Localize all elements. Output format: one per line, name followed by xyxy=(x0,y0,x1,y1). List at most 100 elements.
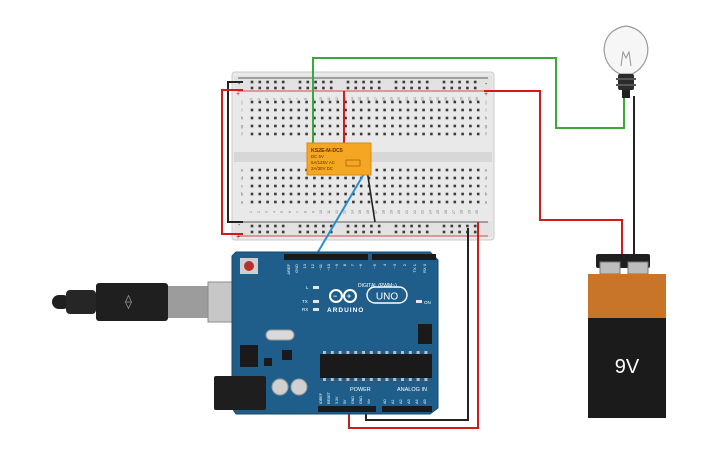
breadboard-hole[interactable] xyxy=(422,168,425,172)
breadboard-hole[interactable] xyxy=(336,192,340,196)
breadboard-hole[interactable] xyxy=(367,132,371,136)
breadboard-hole[interactable] xyxy=(461,200,464,204)
breadboard-hole[interactable] xyxy=(305,100,308,104)
breadboard-hole[interactable] xyxy=(344,192,347,196)
rail-hole[interactable] xyxy=(450,224,454,228)
breadboard-hole[interactable] xyxy=(437,192,441,196)
breadboard-hole[interactable] xyxy=(250,100,254,104)
breadboard-hole[interactable] xyxy=(328,184,332,188)
breadboard-hole[interactable] xyxy=(375,176,379,180)
breadboard-hole[interactable] xyxy=(375,192,379,196)
breadboard-hole[interactable] xyxy=(336,132,340,136)
breadboard-hole[interactable] xyxy=(313,176,316,180)
breadboard-hole[interactable] xyxy=(445,132,449,136)
breadboard-hole[interactable] xyxy=(391,176,394,180)
breadboard-hole[interactable] xyxy=(414,192,418,196)
header-power[interactable] xyxy=(318,406,376,412)
rail-hole[interactable] xyxy=(370,230,373,234)
breadboard-hole[interactable] xyxy=(336,184,340,188)
breadboard-hole[interactable] xyxy=(266,132,269,136)
rail-hole[interactable] xyxy=(458,86,461,90)
breadboard-hole[interactable] xyxy=(461,132,464,136)
rail-hole[interactable] xyxy=(266,224,269,228)
breadboard-hole[interactable] xyxy=(281,192,285,196)
breadboard-hole[interactable] xyxy=(344,184,347,188)
breadboard-hole[interactable] xyxy=(375,184,379,188)
breadboard-hole[interactable] xyxy=(297,168,301,172)
breadboard-hole[interactable] xyxy=(469,192,472,196)
breadboard-hole[interactable] xyxy=(266,168,269,172)
breadboard-hole[interactable] xyxy=(445,100,449,104)
rail-hole[interactable] xyxy=(322,80,325,84)
rail-hole[interactable] xyxy=(418,224,421,228)
rail-hole[interactable] xyxy=(418,230,421,234)
breadboard-hole[interactable] xyxy=(352,100,355,104)
breadboard-hole[interactable] xyxy=(430,168,433,172)
breadboard-hole[interactable] xyxy=(469,176,472,180)
rail-hole[interactable] xyxy=(314,86,317,90)
breadboard-hole[interactable] xyxy=(258,168,262,172)
rail-hole[interactable] xyxy=(346,224,350,228)
breadboard-hole[interactable] xyxy=(250,124,254,128)
breadboard-hole[interactable] xyxy=(453,108,457,112)
breadboard-hole[interactable] xyxy=(453,200,457,204)
rail-hole[interactable] xyxy=(314,80,317,84)
rail-hole[interactable] xyxy=(354,86,358,90)
breadboard-hole[interactable] xyxy=(422,100,425,104)
breadboard-hole[interactable] xyxy=(430,108,433,112)
breadboard-hole[interactable] xyxy=(359,108,363,112)
breadboard-hole[interactable] xyxy=(391,132,394,136)
rail-hole[interactable] xyxy=(425,86,429,90)
breadboard-hole[interactable] xyxy=(352,192,355,196)
breadboard-hole[interactable] xyxy=(289,176,293,180)
rail-hole[interactable] xyxy=(370,224,373,228)
breadboard-hole[interactable] xyxy=(274,176,277,180)
relay[interactable]: KS2E-M-DC5 DC 5V 5A/125V AC 2A/30V DC xyxy=(306,142,372,176)
breadboard-hole[interactable] xyxy=(391,116,394,120)
rail-hole[interactable] xyxy=(329,224,333,228)
rail-hole[interactable] xyxy=(329,80,333,84)
breadboard-hole[interactable] xyxy=(414,124,418,128)
breadboard-hole[interactable] xyxy=(266,108,269,112)
breadboard-hole[interactable] xyxy=(476,184,480,188)
breadboard-hole[interactable] xyxy=(476,116,480,120)
breadboard-hole[interactable] xyxy=(320,100,324,104)
rail-hole[interactable] xyxy=(329,86,333,90)
breadboard-hole[interactable] xyxy=(453,184,457,188)
rail-hole[interactable] xyxy=(250,86,254,90)
rail-hole[interactable] xyxy=(274,86,277,90)
rail-hole[interactable] xyxy=(394,80,398,84)
breadboard-hole[interactable] xyxy=(476,176,480,180)
breadboard-hole[interactable] xyxy=(437,168,441,172)
breadboard-hole[interactable] xyxy=(391,168,394,172)
breadboard-hole[interactable] xyxy=(352,200,355,204)
breadboard-hole[interactable] xyxy=(391,184,394,188)
breadboard-hole[interactable] xyxy=(320,124,324,128)
breadboard-hole[interactable] xyxy=(250,184,254,188)
breadboard-hole[interactable] xyxy=(328,132,332,136)
breadboard-hole[interactable] xyxy=(398,116,402,120)
breadboard-hole[interactable] xyxy=(297,176,301,180)
breadboard-hole[interactable] xyxy=(453,116,457,120)
breadboard-hole[interactable] xyxy=(344,124,347,128)
breadboard-hole[interactable] xyxy=(274,116,277,120)
breadboard-hole[interactable] xyxy=(320,116,324,120)
rail-hole[interactable] xyxy=(346,80,350,84)
breadboard-hole[interactable] xyxy=(469,124,472,128)
rail-hole[interactable] xyxy=(322,224,325,228)
breadboard-hole[interactable] xyxy=(391,100,394,104)
breadboard-hole[interactable] xyxy=(383,200,386,204)
breadboard-hole[interactable] xyxy=(336,124,340,128)
rail-hole[interactable] xyxy=(450,80,454,84)
wire-black-relay-to-rail[interactable] xyxy=(366,169,376,223)
breadboard-hole[interactable] xyxy=(289,200,293,204)
rail-hole[interactable] xyxy=(410,86,413,90)
breadboard-hole[interactable] xyxy=(266,100,269,104)
breadboard-hole[interactable] xyxy=(391,124,394,128)
rail-hole[interactable] xyxy=(306,86,310,90)
breadboard-hole[interactable] xyxy=(281,116,285,120)
rail-hole[interactable] xyxy=(306,80,310,84)
breadboard-hole[interactable] xyxy=(414,168,418,172)
breadboard-hole[interactable] xyxy=(328,192,332,196)
